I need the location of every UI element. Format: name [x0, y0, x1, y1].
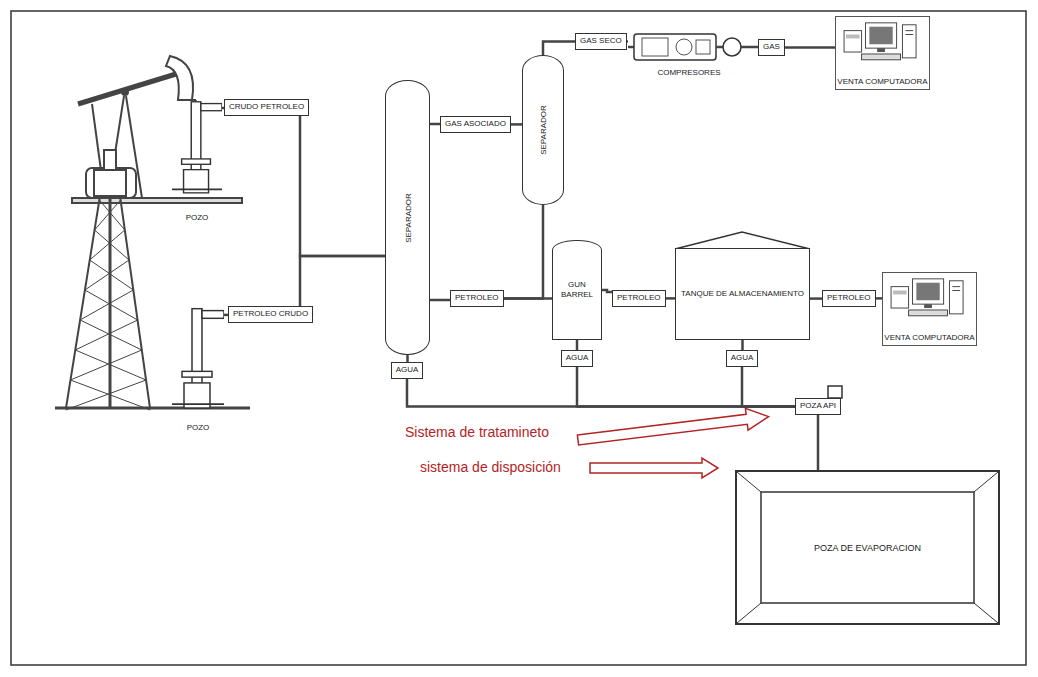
- derrick-brace: [80, 290, 133, 320]
- node-text: CRUDO PETROLEO: [229, 102, 304, 111]
- node-text: GUN BARREL: [557, 280, 597, 299]
- evaporation-pond: POZA DE EVAPORACION: [735, 470, 1000, 625]
- api-pit: POZA API: [795, 398, 841, 415]
- flow-label: GAS ASOCIADO: [440, 116, 511, 133]
- api-inlet: [828, 386, 842, 398]
- derrick-brace: [75, 320, 137, 350]
- pipe-line: [430, 299, 450, 302]
- derrick-brace: [75, 350, 146, 380]
- pipe-line: [504, 205, 543, 298]
- derrick-brace: [99, 200, 124, 230]
- pipe-line: [810, 297, 822, 300]
- derrick-brace: [70, 350, 141, 380]
- oil-well: POZO: [172, 300, 224, 435]
- pipe-line: [430, 123, 440, 126]
- flow-label: CRUDO PETROLEO: [224, 99, 309, 116]
- derrick-brace: [90, 260, 134, 290]
- derrick-brace: [85, 290, 138, 320]
- node-text: PETROLEO CRUDO: [233, 309, 308, 318]
- pipe-line: [407, 379, 795, 407]
- node-text: SEPARADOR: [539, 105, 548, 155]
- flow-label: PETROLEO CRUDO: [228, 306, 313, 323]
- water-label: AGUA: [726, 350, 759, 367]
- tank-roof: [675, 232, 810, 249]
- pipe-line: [666, 297, 675, 300]
- compressor-unit: COMPRESORES: [628, 30, 750, 80]
- node-text: PETROLEO: [827, 293, 871, 302]
- pipe-line: [543, 41, 575, 55]
- pipe-line: [741, 340, 744, 350]
- node-text: AGUA: [566, 353, 589, 362]
- node-text: VENTA COMPUTADORA: [883, 334, 976, 343]
- node-text: AGUA: [731, 353, 754, 362]
- derrick-brace: [95, 230, 130, 260]
- pipe-line: [576, 340, 579, 350]
- pumpjack: [72, 56, 242, 203]
- callout-arrow: [577, 406, 770, 451]
- water-label: AGUA: [561, 350, 594, 367]
- frame-border: [11, 11, 1026, 665]
- flow-label: PETROLEO: [822, 290, 876, 307]
- pipe-line: [300, 107, 385, 256]
- pipe-line: [577, 367, 795, 407]
- derrick-brace: [95, 200, 121, 230]
- node-text: PETROLEO: [455, 293, 499, 302]
- node-text: PETROLEO: [617, 293, 661, 302]
- separator-vessel: SEPARADOR: [522, 55, 564, 205]
- derrick-brace: [80, 320, 142, 350]
- drilling-derrick: [55, 150, 250, 410]
- pipe-line: [511, 123, 522, 126]
- pipe-line: [602, 290, 612, 292]
- pipe-line: [817, 415, 820, 470]
- node-text: GAS SECO: [580, 36, 622, 45]
- callout-label: Sistema de tratamineto: [405, 424, 549, 440]
- pipe-line: [750, 46, 758, 49]
- water-label: AGUA: [391, 362, 424, 379]
- flow-label: GAS: [758, 39, 785, 56]
- storage-tank: TANQUE DE ALMACENAMIENTO: [675, 248, 810, 340]
- node-text: TANQUE DE ALMACENAMIENTO: [681, 289, 804, 299]
- flow-label: GAS SECO: [575, 33, 627, 50]
- node-text: POZO: [172, 214, 222, 223]
- pipe-line: [742, 367, 795, 407]
- node-text: AGUA: [396, 365, 419, 374]
- flow-label: PETROLEO: [450, 290, 504, 307]
- node-text: GAS ASOCIADO: [445, 119, 506, 128]
- node-text: VENTA COMPUTADORA: [836, 78, 929, 87]
- node-text: GAS: [763, 42, 780, 51]
- gun-barrel-tank: GUN BARREL: [552, 240, 602, 340]
- pipe-line: [785, 46, 835, 49]
- callout-arrow: [590, 458, 718, 478]
- derrick-brace: [66, 380, 146, 410]
- callout-label: sistema de disposición: [420, 459, 561, 475]
- oil-well: POZO: [172, 100, 222, 225]
- node-text: POZA DE EVAPORACION: [811, 542, 924, 554]
- pipe-line: [406, 355, 409, 362]
- wellhead-symbol: [172, 100, 222, 225]
- node-text: COMPRESORES: [628, 69, 750, 78]
- node-text: SEPARADOR: [403, 193, 412, 243]
- derrick-brace: [85, 260, 129, 290]
- derrick-brace: [90, 230, 125, 260]
- sales-station: VENTA COMPUTADORA: [882, 272, 977, 346]
- pipe-line: [627, 40, 628, 43]
- node-text: POZA API: [800, 401, 836, 410]
- derrick-brace: [70, 380, 150, 410]
- separator-vessel: SEPARADOR: [385, 80, 430, 355]
- wellhead-symbol: [172, 300, 224, 435]
- flow-label: PETROLEO: [612, 290, 666, 307]
- node-text: POZO: [172, 424, 224, 433]
- sales-station: VENTA COMPUTADORA: [835, 16, 930, 90]
